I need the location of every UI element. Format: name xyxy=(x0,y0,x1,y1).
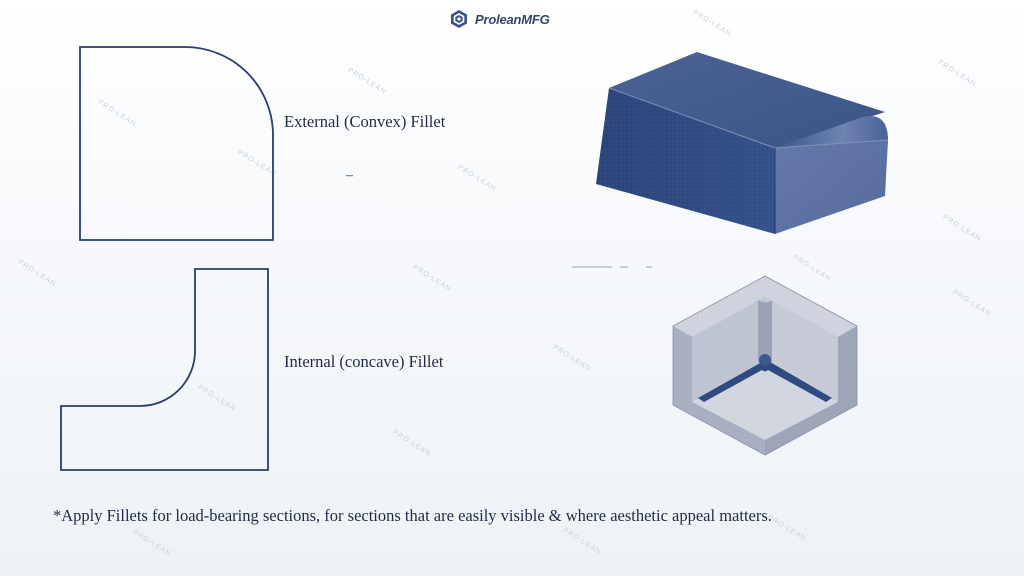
external-fillet-outline xyxy=(79,46,274,241)
internal-fillet-outline xyxy=(60,268,269,471)
external-fillet-label: External (Convex) Fillet xyxy=(284,112,446,131)
external-fillet-3d-block xyxy=(596,52,889,234)
brand-logo-text: ProleanMFG xyxy=(475,11,550,27)
internal-fillet-3d-corner xyxy=(672,275,858,456)
prolean-hex-logo-icon xyxy=(451,10,467,28)
fillet-usage-footnote: *Apply Fillets for load-bearing sections… xyxy=(53,506,772,525)
brand-logo: ProleanMFG xyxy=(449,8,550,30)
stray-dash: – xyxy=(346,168,353,183)
internal-fillet-label: Internal (concave) Fillet xyxy=(284,352,444,371)
